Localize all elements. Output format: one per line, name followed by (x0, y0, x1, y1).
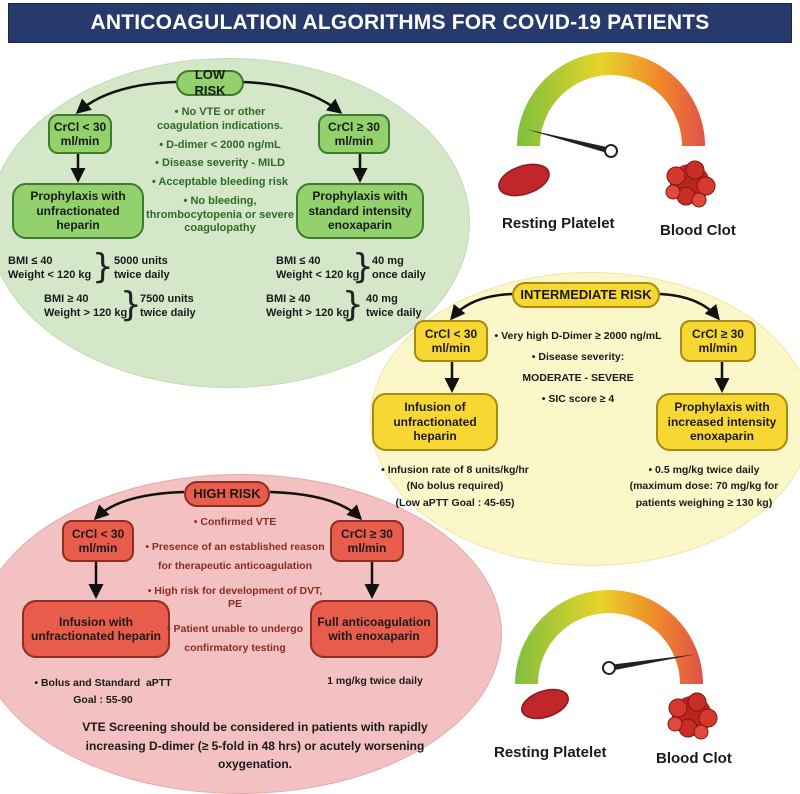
low-box-right: Prophylaxis with standard intensity enox… (296, 183, 424, 239)
low-left-dose-2: 7500 units twice daily (140, 293, 196, 319)
low-box-left: Prophylaxis with unfractionated heparin (12, 183, 144, 239)
high-right-note: 1 mg/kg twice daily (327, 675, 423, 687)
intermediate-risk-label: INTERMEDIATE RISK (512, 282, 660, 308)
low-arrow-left (75, 80, 177, 114)
low-left-dose-1: 5000 units twice daily (114, 255, 170, 281)
low-criteria-3: • Disease severity - MILD (155, 157, 285, 170)
mid-left-note: • Infusion rate of 8 units/kg/hr (No bol… (381, 464, 529, 509)
gauge-bottom-needle (608, 654, 696, 671)
mid-crcl-left: CrCl < 30 ml/min (414, 320, 488, 362)
gauge-top-hub (604, 144, 618, 158)
high-left-note: • Bolus and Standard aPTT Goal : 55-90 (34, 677, 172, 706)
gauge-top-right-caption: Blood Clot (660, 222, 736, 239)
high-arrow-right (269, 490, 363, 521)
gauge-bottom-right-caption: Blood Clot (656, 750, 732, 767)
page-title: ANTICOAGULATION ALGORITHMS FOR COVID-19 … (90, 11, 710, 34)
gauge-top-left-caption: Resting Platelet (502, 215, 615, 232)
high-arrow-left (93, 490, 185, 521)
low-left-cond-1: BMI ≤ 40 Weight < 120 kg (8, 255, 92, 281)
low-criteria-5: • No bleeding, thrombocytopenia or sever… (146, 194, 294, 235)
mid-arrow-right (659, 292, 720, 321)
low-right-brace-2: } (342, 285, 364, 325)
mid-criteria-1: • Very high D-Dimer ≥ 2000 ng/mL (494, 330, 662, 342)
resting-platelet-icon (521, 688, 569, 720)
gauge-top-arc (517, 52, 705, 146)
low-right-brace-1: } (352, 247, 374, 287)
high-box-right: Full anticoagulation with enoxaparin (310, 600, 438, 658)
high-criteria-2: • Presence of an established reason for … (145, 541, 325, 573)
low-right-dose-2: 40 mg twice daily (366, 293, 422, 319)
mid-criteria: • Very high D-Dimer ≥ 2000 ng/mL • Disea… (494, 330, 662, 407)
vte-screening-note: VTE Screening should be considered in pa… (82, 720, 428, 772)
low-right-cond-2: BMI ≥ 40 Weight > 120 kg (266, 293, 350, 319)
high-crcl-right: CrCl ≥ 30 ml/min (330, 520, 404, 562)
high-criteria-4: • Patient unable to undergo confirmatory… (166, 623, 304, 655)
gauge-bottom-left-caption: Resting Platelet (494, 744, 607, 761)
low-criteria-4: • Acceptable bleeding risk (151, 176, 289, 188)
mid-box-left: Infusion of unfractionated heparin (372, 393, 498, 451)
low-right-cond-1: BMI ≤ 40 Weight < 120 kg (276, 255, 360, 281)
mid-crcl-right: CrCl ≥ 30 ml/min (680, 320, 756, 362)
mid-box-right: Prophylaxis with increased intensity eno… (656, 393, 788, 451)
low-criteria-2: • D-dimer < 2000 ng/mL (159, 138, 281, 151)
low-risk-label: LOW RISK (176, 67, 244, 98)
resting-platelet-icon (498, 163, 550, 197)
high-box-left: Infusion with unfractionated heparin (22, 600, 170, 658)
gauge-bottom-arc (515, 590, 703, 684)
low-left-cond-2: BMI ≥ 40 Weight > 120 kg (44, 293, 128, 319)
gauge-top-needle (525, 129, 612, 154)
high-criteria-3: • High risk for development of DVT, PE (147, 584, 323, 611)
low-left-brace-2: } (120, 285, 142, 325)
low-left-brace-1: } (92, 247, 114, 287)
high-criteria-1: • Confirmed VTE (193, 516, 277, 528)
mid-criteria-3: MODERATE - SEVERE (522, 372, 634, 385)
high-crcl-left: CrCl < 30 ml/min (62, 520, 134, 562)
low-criteria: • No VTE or other coagulation indication… (144, 106, 296, 236)
low-criteria-1: • No VTE or other coagulation indication… (157, 106, 283, 132)
mid-right-note: • 0.5 mg/kg twice daily (maximum dose: 7… (629, 464, 779, 509)
low-right-dose-1: 40 mg once daily (372, 255, 426, 281)
title-banner: ANTICOAGULATION ALGORITHMS FOR COVID-19 … (8, 3, 792, 43)
gauge-bottom-hub (602, 661, 616, 675)
low-crcl-left: CrCl < 30 ml/min (48, 114, 112, 154)
blood-clot-icon (665, 160, 716, 208)
low-crcl-right: CrCl ≥ 30 ml/min (318, 114, 390, 154)
blood-clot-icon (667, 692, 718, 740)
high-risk-label: HIGH RISK (184, 481, 270, 507)
mid-criteria-4: • SIC score ≥ 4 (541, 393, 615, 406)
low-arrow-right (241, 80, 343, 114)
high-criteria: • Confirmed VTE • Presence of an establi… (140, 516, 330, 658)
mid-criteria-2: • Disease severity: (531, 351, 625, 364)
mid-arrow-left (450, 292, 513, 321)
